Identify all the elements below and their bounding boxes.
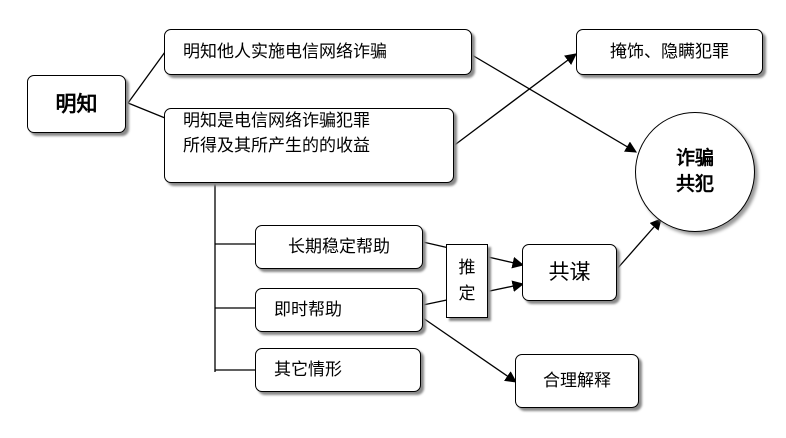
reasonable-explanation-label: 合理解释: [543, 370, 611, 391]
root-node-knowingly: 明知: [27, 75, 126, 133]
other-cases-label: 其它情形: [274, 359, 342, 380]
presumption-char2: 定: [458, 284, 476, 304]
branch-mid-line2: 所得及其所产生的的收益: [183, 135, 370, 156]
root-node-label: 明知: [55, 91, 98, 116]
link-root-to-mid-branch: [127, 102, 166, 119]
arrow-conspiracy-to-accomplice: [616, 218, 662, 270]
conspiracy-label: 共谋: [548, 260, 591, 285]
arrow-immediate-to-explanation: [422, 317, 517, 383]
presumption-char1: 推: [458, 257, 476, 278]
immediate-help-label: 即时帮助: [274, 299, 342, 320]
arrow-mid-branch-to-concealment: [451, 53, 577, 148]
accomplice-line1: 诈骗: [675, 147, 714, 170]
node-fraud-accomplice: 诈骗 共犯: [635, 112, 755, 232]
long-term-help-label: 长期稳定帮助: [288, 236, 390, 257]
link-root-to-top-branch: [127, 51, 166, 104]
branch-mid-line1: 明知是电信网络诈骗犯罪: [183, 111, 370, 131]
node-immediate-help: 即时帮助: [255, 288, 423, 332]
node-concealment-crime: 掩饰、隐瞒犯罪: [576, 29, 763, 75]
accomplice-line2: 共犯: [675, 173, 714, 195]
node-reasonable-explanation: 合理解释: [515, 354, 639, 408]
node-presumption: 推 定: [446, 244, 488, 318]
branch-top-label: 明知他人实施电信网络诈骗: [183, 41, 387, 62]
arrow-top-branch-to-accomplice: [471, 54, 638, 153]
branch-node-knowing-others-commit-fraud: 明知他人实施电信网络诈骗: [164, 29, 472, 75]
node-conspiracy: 共谋: [522, 244, 617, 301]
concealment-label: 掩饰、隐瞒犯罪: [610, 41, 729, 62]
branch-node-knowing-proceeds: 明知是电信网络诈骗犯罪 所得及其所产生的的收益: [164, 108, 454, 183]
node-long-term-stable-help: 长期稳定帮助: [255, 225, 423, 269]
node-other-cases: 其它情形: [255, 348, 421, 392]
